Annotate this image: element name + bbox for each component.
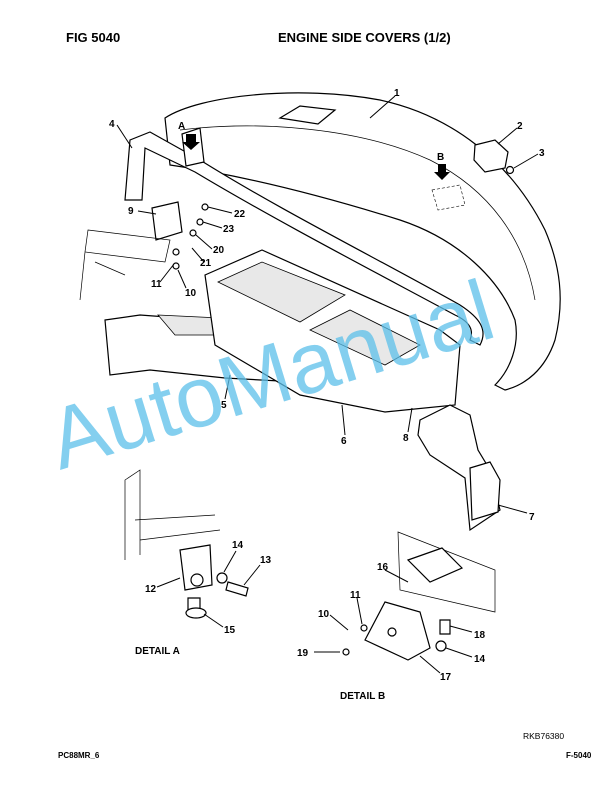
view-arrow-b [434,164,450,180]
callout-11-b: 11 [350,590,361,601]
model-code: PC88MR_6 [58,751,100,760]
detail-a-drawing [124,469,249,619]
callout-20: 20 [213,245,225,256]
callout-18: 18 [474,630,486,641]
callout-2: 2 [517,121,523,132]
callout-14-a: 14 [232,540,244,551]
callout-view-a: A [178,121,185,132]
callout-22: 22 [234,209,246,220]
callout-17: 17 [440,672,452,683]
callout-15: 15 [224,625,236,636]
side-cover-right-part [417,404,501,532]
detail-b-drawing [342,531,496,661]
callout-16: 16 [377,562,389,573]
callout-14-b: 14 [474,654,486,665]
callout-9: 9 [128,206,134,217]
callout-4: 4 [109,119,115,130]
seal-strip-part [124,131,484,346]
callout-3: 3 [539,148,545,159]
callout-11: 11 [151,279,162,290]
callout-10-b: 10 [318,609,330,620]
drawing-reference: RKB76380 [523,731,565,741]
callout-12: 12 [145,584,157,595]
grommet-part [473,139,515,175]
callout-7: 7 [529,512,535,523]
insulation-pad-part [204,249,461,413]
callout-view-b: B [437,152,444,163]
callout-6: 6 [341,436,347,447]
figure-number: FIG 5040 [66,30,121,45]
callout-23: 23 [223,224,235,235]
callout-19: 19 [297,648,309,659]
view-arrow-a [182,134,200,150]
detail-b-label: DETAIL B [340,691,385,702]
frame-outline [79,229,171,301]
page-number: F-5040 [566,751,592,760]
callout-8: 8 [403,433,409,444]
callout-5: 5 [221,400,227,411]
detail-a-label: DETAIL A [135,646,180,657]
callout-10: 10 [185,288,197,299]
callout-21: 21 [200,258,212,269]
hood-cover-part [164,92,561,391]
page-title: ENGINE SIDE COVERS (1/2) [278,30,451,45]
callout-13: 13 [260,555,272,566]
callout-1: 1 [394,88,400,99]
leader-lines [116,95,539,674]
